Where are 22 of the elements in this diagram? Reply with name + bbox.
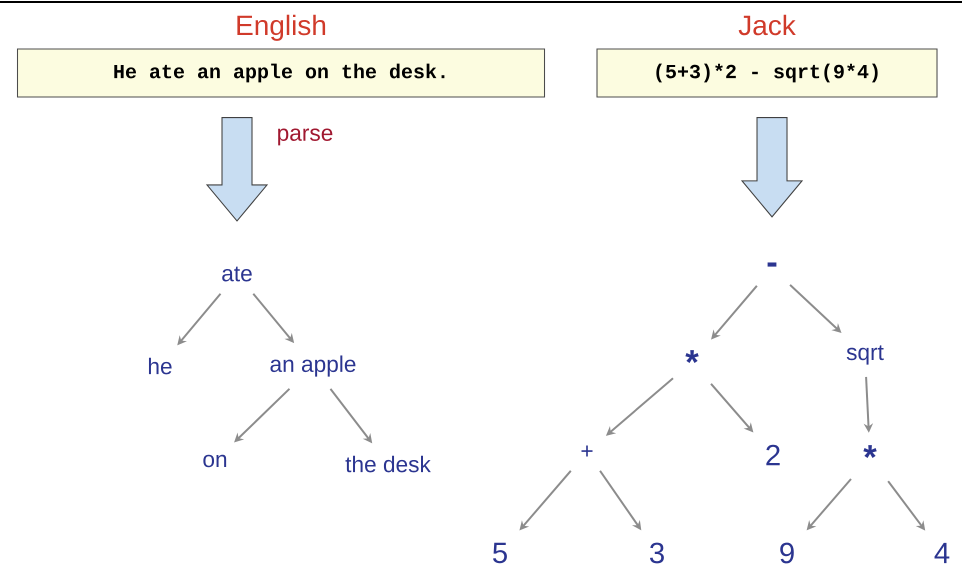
block-arrow bbox=[740, 117, 804, 218]
tree-label: 5 bbox=[493, 542, 507, 564]
heading: English bbox=[237, 14, 326, 41]
edge-label: parse bbox=[278, 128, 332, 146]
tree-label: sqrt bbox=[846, 345, 884, 365]
tree-label: * bbox=[685, 350, 699, 363]
tree-label: + bbox=[582, 445, 593, 457]
tree-label: he bbox=[148, 358, 172, 374]
tree-label: * bbox=[863, 445, 877, 458]
tree-label: - bbox=[768, 262, 776, 267]
tree-label: 4 bbox=[934, 542, 950, 564]
tree-label: ate bbox=[222, 266, 252, 282]
tree-label: an apple bbox=[270, 355, 356, 377]
tree-label: 3 bbox=[650, 542, 664, 564]
tree-label: the desk bbox=[346, 456, 431, 472]
block-arrow bbox=[206, 117, 268, 222]
code-box: (5+3)*2 - sqrt(9*4) bbox=[596, 48, 938, 98]
heading: Jack bbox=[738, 14, 796, 36]
tree-label: 2 bbox=[766, 444, 780, 466]
code-box: He ate an apple on the desk. bbox=[16, 48, 546, 98]
tree-label: on bbox=[203, 454, 226, 468]
tree-label: 9 bbox=[780, 542, 794, 564]
